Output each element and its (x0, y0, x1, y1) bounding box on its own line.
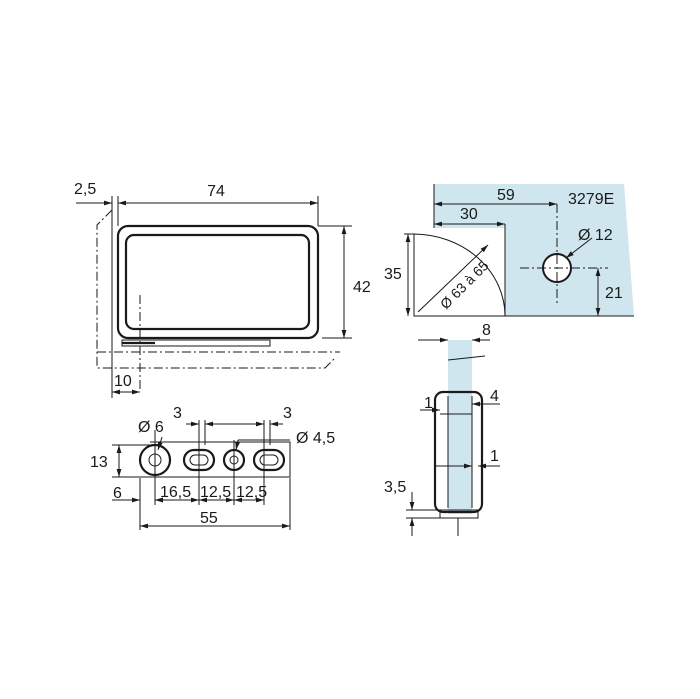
dim-gap-1-label: 1 (424, 395, 433, 412)
wall-outline (96, 209, 336, 369)
slot-width-b-label: 3 (283, 405, 292, 422)
dim-height-13-label: 13 (90, 454, 108, 471)
dim-59-label: 59 (497, 187, 515, 204)
dim-base-label: 3,5 (384, 479, 406, 496)
hole-large-label: Ø 6 (138, 419, 164, 436)
dim-gap-4-label: 4 (490, 388, 499, 405)
dim-gap-1b-label: 1 (490, 448, 499, 465)
hinge-plate-inner (124, 233, 311, 331)
dim-width-label: 74 (207, 183, 225, 200)
dim-total-label: 55 (200, 510, 218, 527)
hole-view: Ø 6 3 3 Ø 4,5 13 6 16,5 12,5 12,5 55 (90, 405, 335, 530)
clamp-base (439, 509, 479, 519)
dim-21-label: 21 (605, 285, 623, 302)
part-number: 3279E (568, 191, 614, 208)
dim-30-label: 30 (460, 206, 478, 223)
side-view: 8 1 4 1 3,5 (384, 322, 500, 536)
dim-offset-top-label: 2,5 (74, 181, 96, 198)
dim-edge-label: 6 (113, 485, 122, 502)
glass-panel (434, 184, 634, 316)
spacing-2-label: 12,5 (200, 484, 231, 501)
dim-height-label: 42 (353, 279, 371, 296)
hinge-plate-outline (116, 224, 320, 340)
dim-35-label: 35 (384, 266, 402, 283)
glass-view: Ø 63 à 65 59 30 3279E Ø 12 35 21 (384, 184, 634, 317)
hole-small-label: Ø 4,5 (296, 430, 335, 447)
radius-cutout (413, 233, 506, 317)
dim-thickness-label: 8 (482, 322, 491, 339)
glass-edge (448, 340, 472, 514)
clamp-outline (433, 390, 484, 514)
slot-width-a-label: 3 (173, 405, 182, 422)
spacing-3-label: 12,5 (236, 484, 267, 501)
glass-hole-label: Ø 12 (578, 227, 613, 244)
spacing-1-label: 16,5 (160, 484, 191, 501)
front-view: 74 42 2,5 10 (74, 181, 371, 398)
dim-offset-side-label: 10 (114, 373, 132, 390)
slot-right (252, 448, 286, 472)
